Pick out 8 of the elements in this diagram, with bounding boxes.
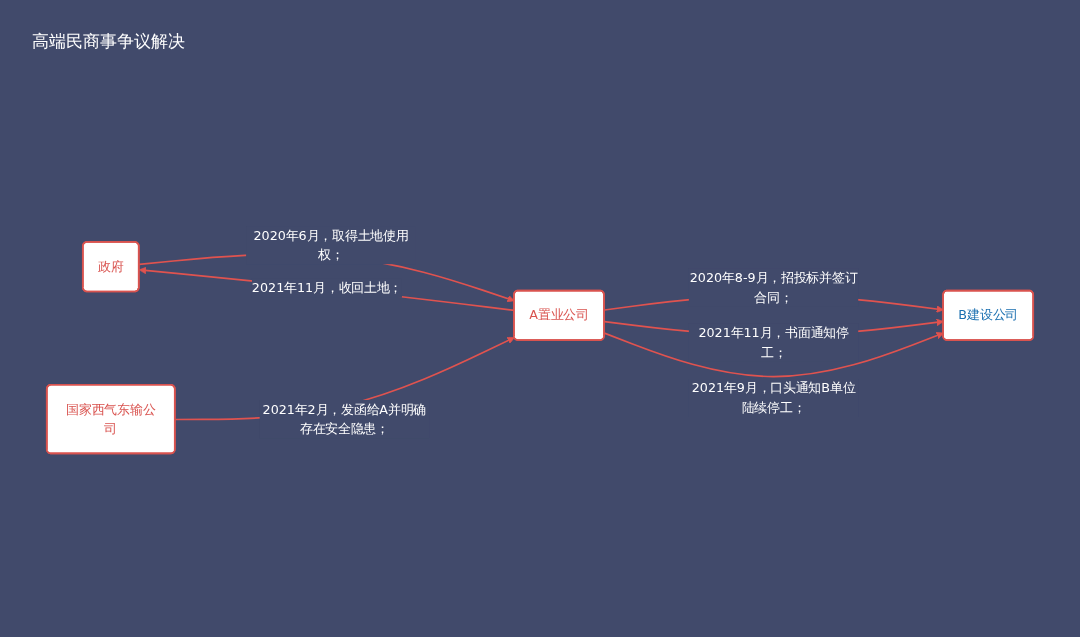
- arrow: [603, 332, 944, 378]
- edge-label: 2020年6月，取得土地使用权；: [253, 228, 409, 263]
- edge-label: 2021年11月，书面通知停工；: [698, 325, 849, 361]
- edge-label: 2021年11月，收回土地；: [251, 280, 403, 296]
- edge-label: 2020年8-9月，招投标并签订合同；: [689, 270, 858, 305]
- edge-label: 2021年9月，口头通知B单位陆续停工；: [691, 380, 856, 416]
- title: 高端民商事争议解决: [32, 30, 185, 53]
- edge-label: 2021年2月，发函给A并明确存在安全隐患；: [262, 401, 427, 437]
